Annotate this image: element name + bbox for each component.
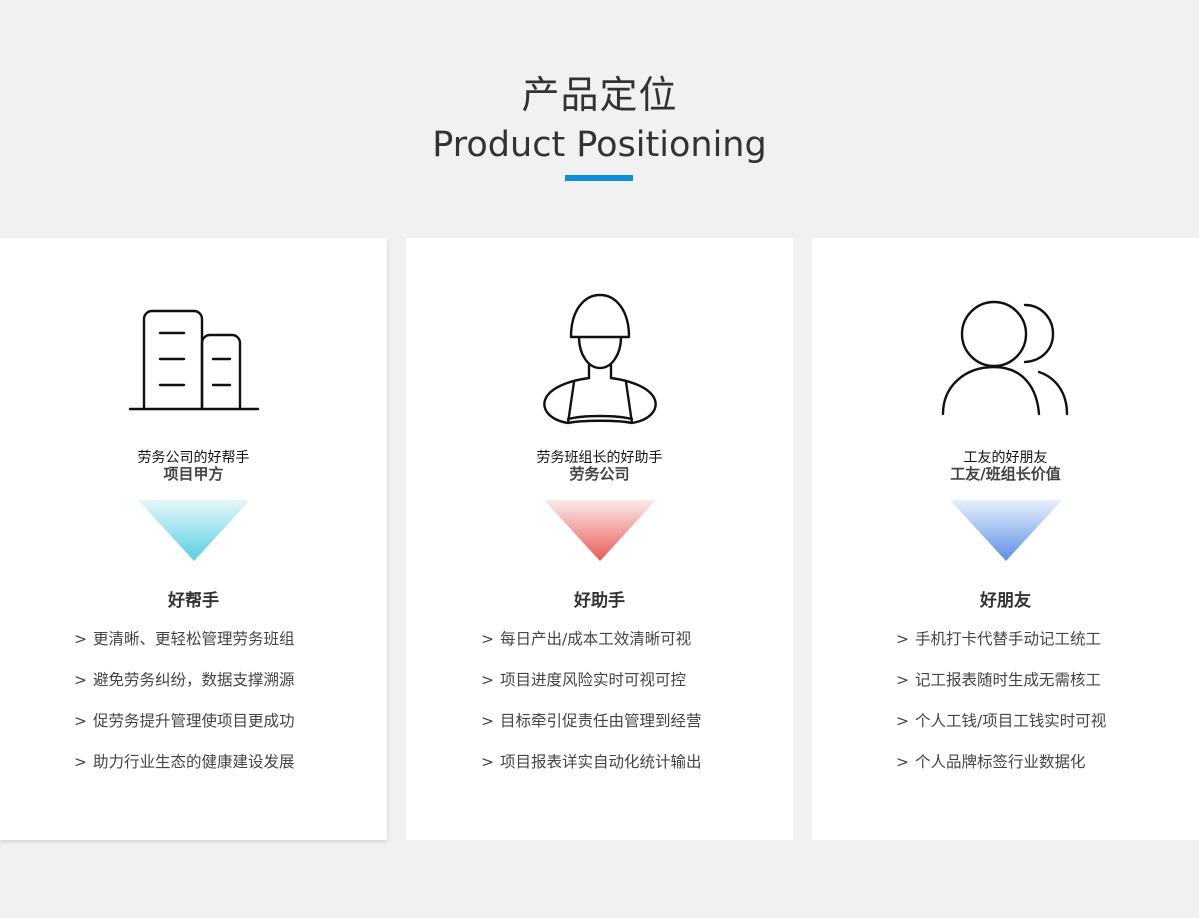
bullet-arrow: > xyxy=(481,753,494,771)
feature-text: 记工报表随时生成无需核工 xyxy=(915,671,1102,689)
feature-list: > 手机打卡代替手动记工统工 > 记工报表随时生成无需核工 > 个人工钱/项目工钱实时… xyxy=(812,628,1199,792)
title-underline xyxy=(565,175,633,181)
card-icon-wrap xyxy=(0,290,387,430)
card-labor-company: 劳务班组长的好助手 劳务公司 好助手 > 每日产出/成本工效清晰可视 > 项目进度风… xyxy=(406,238,793,840)
bullet-arrow: > xyxy=(896,630,909,648)
card-workers: 工友的好朋友 工友/班组长价值 好朋友 > 手机打卡代替手动记工统工 > 记工报表随… xyxy=(812,238,1199,840)
card-icon-wrap xyxy=(812,290,1199,430)
card-heading: 好助手 xyxy=(574,591,625,611)
card-project-owner: 劳务公司的好帮手 项目甲方 好帮手 > 更清晰、更轻松管理劳务班组 > 避免劳务纠纷… xyxy=(0,238,387,840)
list-item: > 更清晰、更轻松管理劳务班组 xyxy=(0,628,387,669)
card-role: 项目甲方 xyxy=(163,465,224,483)
feature-text: 促劳务提升管理使项目更成功 xyxy=(93,712,295,730)
card-heading: 好帮手 xyxy=(168,591,219,611)
card-subtitle: 劳务公司的好帮手 xyxy=(137,450,250,466)
triangle-indicator xyxy=(949,500,1062,561)
feature-text: 助力行业生态的健康建设发展 xyxy=(93,753,295,771)
bullet-arrow: > xyxy=(74,712,87,730)
feature-list: > 每日产出/成本工效清晰可视 > 项目进度风险实时可视可控 > 目标牵引促责任由管理… xyxy=(406,628,793,792)
list-item: > 项目报表详实自动化统计输出 xyxy=(406,751,793,792)
feature-text: 手机打卡代替手动记工统工 xyxy=(915,630,1102,648)
card-subtitle: 工友的好朋友 xyxy=(963,450,1048,466)
bullet-arrow: > xyxy=(74,753,87,771)
feature-text: 目标牵引促责任由管理到经营 xyxy=(500,712,702,730)
list-item: > 避免劳务纠纷，数据支撑溯源 xyxy=(0,669,387,710)
triangle-indicator xyxy=(543,500,656,561)
list-item: > 目标牵引促责任由管理到经营 xyxy=(406,710,793,751)
bullet-arrow: > xyxy=(481,712,494,730)
feature-text: 每日产出/成本工效清晰可视 xyxy=(500,630,692,648)
bullet-arrow: > xyxy=(74,630,87,648)
section-subtitle: Product Positioning xyxy=(432,125,767,165)
list-item: > 个人品牌标签行业数据化 xyxy=(812,751,1199,792)
list-item: > 促劳务提升管理使项目更成功 xyxy=(0,710,387,751)
feature-text: 项目报表详实自动化统计输出 xyxy=(500,753,702,771)
feature-text: 避免劳务纠纷，数据支撑溯源 xyxy=(93,671,295,689)
card-role: 劳务公司 xyxy=(569,465,630,483)
list-item: > 个人工钱/项目工钱实时可视 xyxy=(812,710,1199,751)
bullet-arrow: > xyxy=(481,630,494,648)
list-item: > 记工报表随时生成无需核工 xyxy=(812,669,1199,710)
users-icon xyxy=(941,300,1068,416)
feature-text: 个人品牌标签行业数据化 xyxy=(915,753,1086,771)
bullet-arrow: > xyxy=(896,753,909,771)
bullet-arrow: > xyxy=(74,671,87,689)
list-item: > 每日产出/成本工效清晰可视 xyxy=(406,628,793,669)
feature-text: 项目进度风险实时可视可控 xyxy=(500,671,687,689)
triangle-indicator xyxy=(137,500,250,561)
buildings-icon xyxy=(128,309,259,411)
list-item: > 手机打卡代替手动记工统工 xyxy=(812,628,1199,669)
worker-helmet-icon xyxy=(542,293,657,425)
card-role: 工友/班组长价值 xyxy=(950,465,1061,483)
card-subtitle: 劳务班组长的好助手 xyxy=(536,450,663,466)
list-item: > 助力行业生态的健康建设发展 xyxy=(0,751,387,792)
bullet-arrow: > xyxy=(896,671,909,689)
feature-text: 个人工钱/项目工钱实时可视 xyxy=(915,712,1107,730)
bullet-arrow: > xyxy=(896,712,909,730)
feature-text: 更清晰、更轻松管理劳务班组 xyxy=(93,630,295,648)
bullet-arrow: > xyxy=(481,671,494,689)
card-heading: 好朋友 xyxy=(980,591,1031,611)
card-icon-wrap xyxy=(406,290,793,430)
section-title: 产品定位 xyxy=(521,73,678,117)
list-item: > 项目进度风险实时可视可控 xyxy=(406,669,793,710)
feature-list: > 更清晰、更轻松管理劳务班组 > 避免劳务纠纷，数据支撑溯源 > 促劳务提升管理使项… xyxy=(0,628,387,792)
